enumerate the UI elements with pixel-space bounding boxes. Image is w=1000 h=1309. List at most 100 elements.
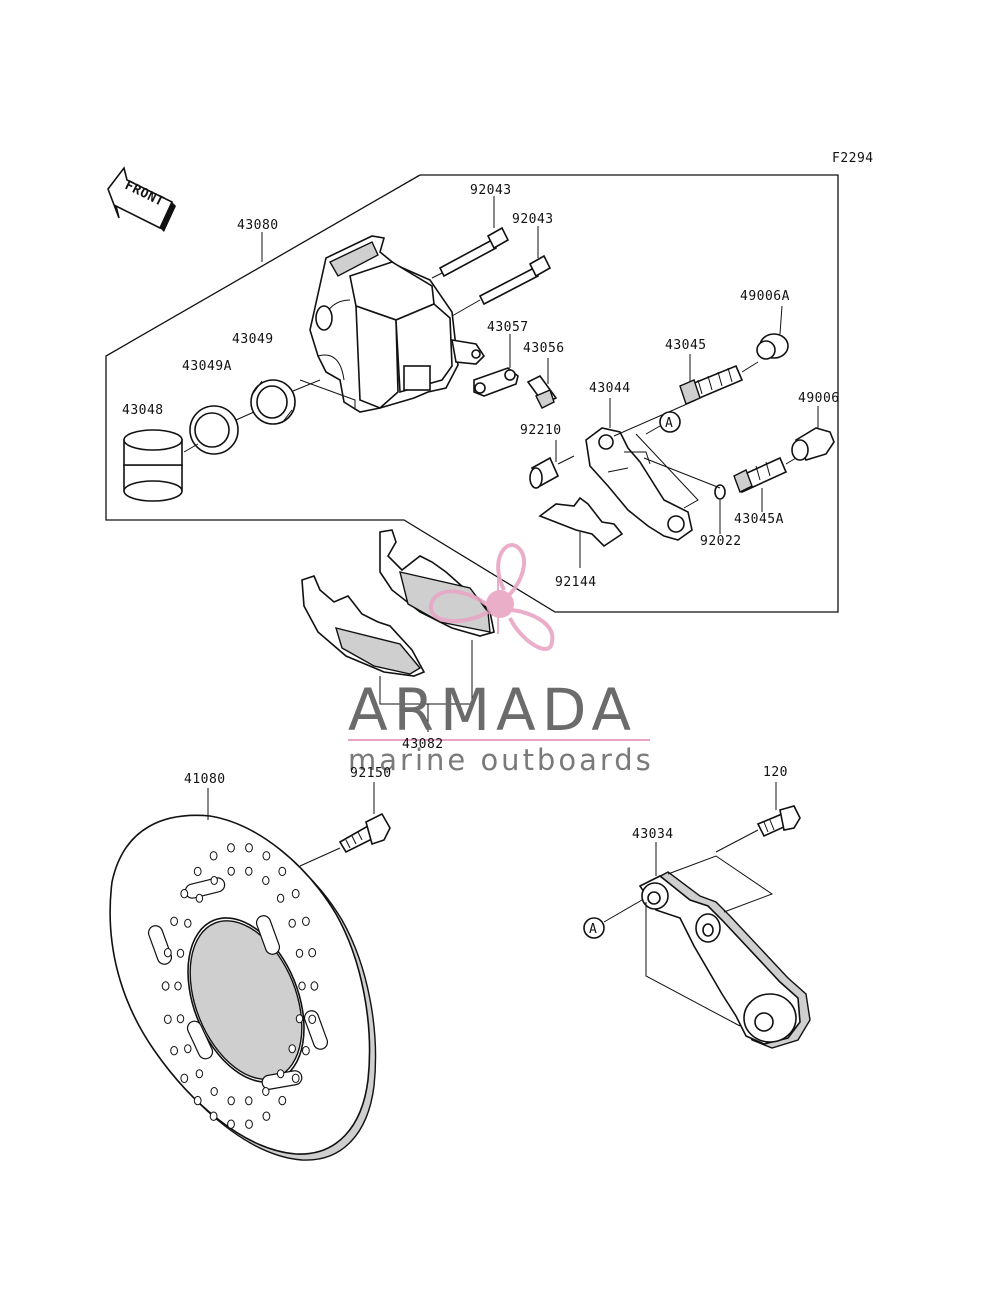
label-43045: 43045: [665, 338, 707, 353]
disc-hole: [161, 981, 170, 991]
disc-hole: [209, 1111, 218, 1121]
piston-seal: [250, 379, 296, 425]
reference-mark-a-lower: A: [583, 899, 643, 939]
label-49006: 49006: [798, 391, 840, 406]
brake-pad-leader: [379, 640, 473, 732]
disc-hole: [262, 876, 270, 885]
disc-hole: [184, 1044, 192, 1054]
disc-hole: [295, 1014, 304, 1024]
brake-pad-rear: [379, 529, 495, 637]
disc-hole: [163, 1014, 172, 1024]
label-43044: 43044: [589, 381, 631, 396]
label-43049a: 43049A: [182, 359, 232, 374]
label-92022: 92022: [700, 534, 742, 549]
piston: [123, 429, 183, 502]
disc-hole: [180, 889, 189, 899]
disc-hole: [227, 843, 235, 853]
disc-hole: [170, 1046, 179, 1056]
label-43082: 43082: [402, 737, 444, 752]
disc-hole: [170, 916, 179, 926]
disc-hole: [210, 876, 218, 885]
bolt-120: [715, 782, 801, 853]
label-92043-upper: 92043: [470, 183, 512, 198]
slide-pin-boot-a: [756, 305, 789, 360]
disc-hole: [227, 1096, 235, 1106]
disc-hole: [195, 893, 204, 903]
disc-hole: [262, 1111, 271, 1121]
pin-92043-lower: [451, 226, 552, 317]
watermark-tagline: marine outboards: [348, 743, 654, 777]
disc-hole: [291, 889, 300, 899]
label-92144: 92144: [555, 575, 597, 590]
disc-hole: [227, 1119, 235, 1129]
disc-slot: [255, 915, 281, 955]
disc-hole: [298, 981, 306, 991]
slide-pin-upper: [679, 354, 759, 405]
label-92210: 92210: [520, 423, 562, 438]
label-43049: 43049: [232, 332, 274, 347]
svg-text:A: A: [665, 416, 673, 431]
brake-pad-front: [301, 575, 426, 677]
disc-hole: [210, 1087, 218, 1096]
caliper-bracket: [585, 398, 721, 541]
disc-hole: [295, 948, 304, 958]
disc-hole: [184, 918, 192, 928]
disc-bolt: [299, 782, 391, 867]
disc-hole: [278, 1095, 287, 1106]
assembly-frame: [105, 174, 839, 613]
bleeder-valve: [526, 358, 558, 409]
disc-hole: [308, 1014, 317, 1024]
label-41080: 41080: [184, 772, 226, 787]
disc-hole: [245, 1096, 253, 1106]
label-92150: 92150: [350, 766, 392, 781]
disc-hole: [209, 851, 218, 861]
disc-hole: [302, 1046, 310, 1056]
disc-hole: [262, 1087, 270, 1096]
label-43048: 43048: [122, 403, 164, 418]
disc-hole: [245, 866, 253, 876]
brake-disc: [109, 788, 377, 1161]
disc-hole: [174, 981, 182, 991]
watermark-brand: ARMADA: [348, 676, 637, 744]
disc-hole: [288, 918, 296, 928]
disc-hole: [302, 916, 310, 926]
disc-hole: [193, 866, 202, 877]
disc-hole: [180, 1073, 189, 1084]
disc-hole: [176, 948, 185, 958]
reference-mark-a-upper: A: [645, 411, 681, 435]
disc-hole: [227, 866, 235, 876]
disc-hole: [163, 948, 172, 958]
disc-hole: [308, 948, 317, 958]
label-43034: 43034: [632, 827, 674, 842]
armada-logo: [428, 543, 555, 651]
disc-slot: [186, 1020, 214, 1060]
disc-hole: [278, 866, 287, 877]
figure-code: F2294: [832, 151, 874, 166]
disc-hole: [193, 1095, 202, 1106]
label-43080: 43080: [237, 218, 279, 233]
disc-hole: [245, 843, 253, 853]
bracket-clip: [473, 334, 519, 397]
label-43057: 43057: [487, 320, 529, 335]
caliper-body: [299, 235, 486, 413]
label-92043-lower: 92043: [512, 212, 554, 227]
disc-hole: [288, 1044, 296, 1054]
disc-hole: [195, 1069, 204, 1079]
slide-pin-boot-b: [791, 406, 835, 461]
disc-hole: [176, 1014, 185, 1024]
bushing: [529, 440, 575, 489]
circlip: [714, 484, 726, 534]
torque-link: [638, 842, 811, 1049]
disc-hole: [245, 1119, 253, 1129]
disc-hole: [276, 893, 285, 903]
label-43056: 43056: [523, 341, 565, 356]
dust-seal: [189, 405, 239, 455]
pin-92043-upper: [431, 196, 510, 279]
disc-hole: [310, 981, 319, 991]
slide-pin-lower: [733, 456, 797, 512]
label-43045a: 43045A: [734, 512, 784, 527]
label-49006a: 49006A: [740, 289, 790, 304]
svg-text:A: A: [589, 922, 597, 937]
disc-hole: [276, 1069, 285, 1079]
